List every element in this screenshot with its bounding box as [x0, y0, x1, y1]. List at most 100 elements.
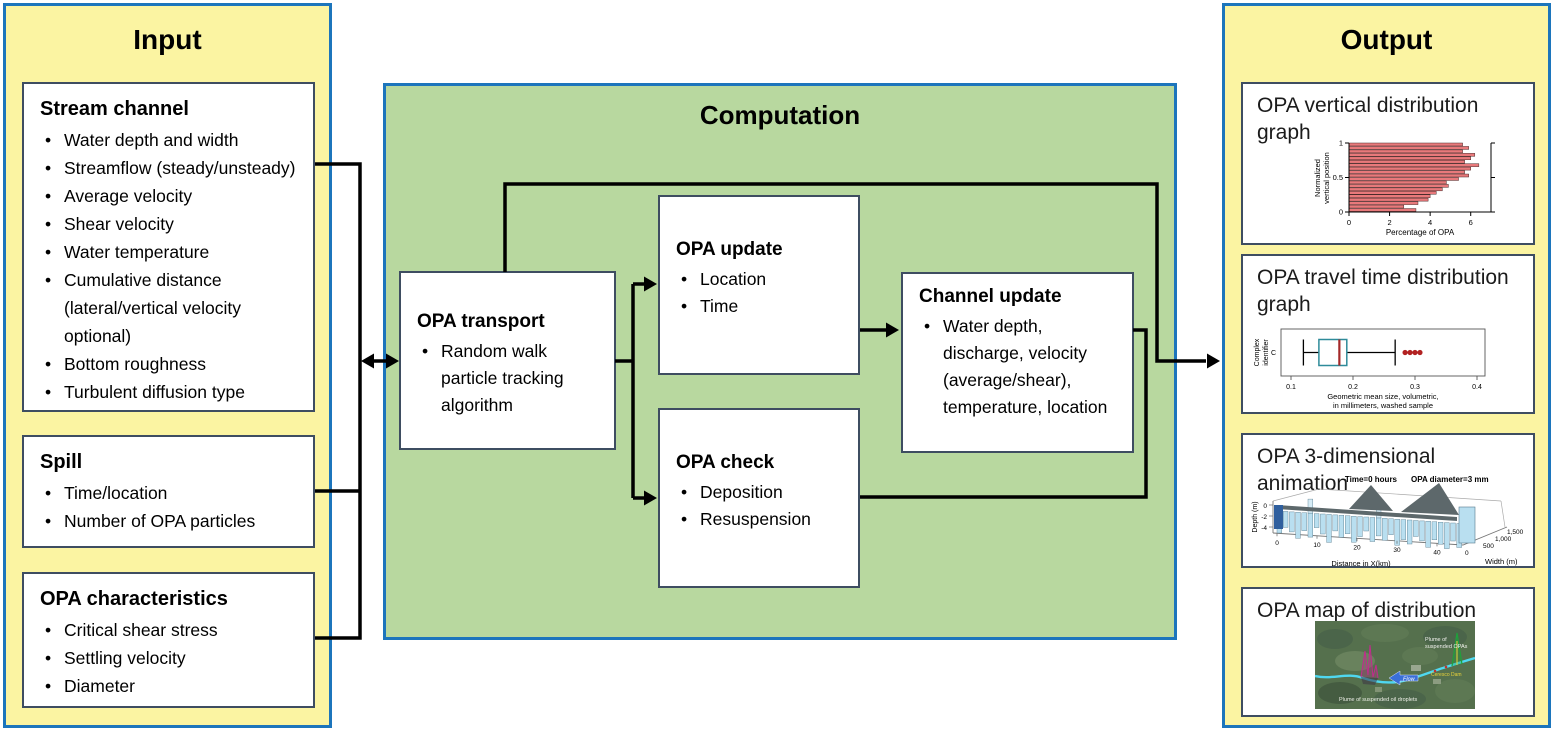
ribbon-strip: [1382, 518, 1388, 541]
ribbon-strip: [1344, 515, 1351, 534]
bullet-item: Resuspension: [676, 506, 850, 533]
stream-channel-bullet-list: Water depth and widthStreamflow (steady/…: [24, 126, 313, 406]
box-title-opa-transport: OPA transport: [417, 311, 545, 332]
computation-box-opa-update: OPA update LocationTime: [658, 195, 860, 375]
opa-update-bullet-list: LocationTime: [660, 266, 858, 320]
histogram-y-tick-label: 0: [1339, 208, 1343, 217]
ribbon-strip: [1388, 518, 1394, 535]
histogram-bar: [1348, 197, 1429, 202]
ribbon-strip: [1375, 517, 1382, 537]
3d-x-ticks: [1276, 533, 1438, 547]
bullet-item: Water temperature: [40, 238, 305, 266]
histogram-bar: [1348, 173, 1469, 178]
opa-characteristics-bullet-list: Critical shear stressSettling velocityDi…: [24, 616, 313, 700]
map-terrain-texture: [1317, 624, 1475, 709]
map-plume-droplets-label: Plume of suspended oil droplets: [1339, 697, 1418, 703]
3d-surface-wedge-2: [1401, 483, 1459, 515]
boxplot-box: [1318, 338, 1348, 367]
bullet-item: Shear velocity: [40, 210, 305, 238]
spill-bullet-list: Time/locationNumber of OPA particles: [24, 479, 313, 535]
map-flow-arrow: [1388, 670, 1419, 686]
histogram-bar: [1348, 146, 1469, 150]
bullet-item: Streamflow (steady/unsteady): [40, 154, 305, 182]
3d-depth-ticks: [1269, 504, 1273, 528]
histogram-bar: [1348, 187, 1443, 192]
ribbon-strip: [1332, 514, 1338, 532]
ribbon-strip: [1357, 516, 1363, 537]
3d-x-tick-30: 30: [1393, 547, 1401, 554]
box-title-channel-update: Channel update: [919, 286, 1062, 307]
bullet-item: Location: [676, 266, 850, 293]
ribbon-strip: [1444, 522, 1450, 549]
3d-wireframe-right: [1500, 500, 1506, 528]
bullet-item: Cumulative distance (lateral/vertical ve…: [40, 266, 305, 350]
map-point-1: [1433, 669, 1437, 673]
ribbon-strip: [1363, 516, 1369, 532]
boxplot-outlier: [1402, 349, 1408, 356]
output-title-travel-time: OPA travel time distribution graph: [1257, 266, 1509, 317]
input-box-spill: Spill Time/locationNumber of OPA particl…: [22, 435, 315, 548]
bullet-item: Time: [676, 293, 850, 320]
opa-distribution-map: Flow Plume of suspended OPAs Ceresco Dam…: [1315, 621, 1475, 709]
box-title-opa-check: OPA check: [676, 452, 775, 473]
ribbon-strip: [1289, 511, 1295, 533]
histogram-bar: [1348, 184, 1449, 188]
box-title-stream-channel: Stream channel: [40, 98, 189, 120]
3d-depth-tick-neg2: -2: [1261, 514, 1267, 521]
ribbon-strip: [1326, 514, 1332, 543]
box-title-spill: Spill: [40, 451, 83, 473]
boxplot-y-label-2: identifier: [1263, 339, 1270, 366]
3d-x-tick-40: 40: [1433, 550, 1441, 557]
arrowhead-left-icon: [361, 353, 374, 369]
histogram-x-tick-label: 2: [1387, 218, 1391, 227]
channel-update-bullet-list: Water depth, discharge, velocity (averag…: [903, 313, 1132, 421]
map-point-2: [1444, 665, 1448, 669]
3d-depth-axis-label: Depth (m): [1252, 501, 1259, 532]
histogram-y-label-1: Normalized: [1313, 159, 1322, 197]
bullet-item: Deposition: [676, 479, 850, 506]
bullet-item: Water depth, discharge, velocity (averag…: [919, 313, 1124, 421]
histogram-bar: [1348, 194, 1431, 198]
ribbon-strip: [1338, 515, 1345, 538]
bullet-item: Turbulent diffusion type: [40, 378, 305, 406]
3d-z-tick-1000: 1,000: [1495, 536, 1512, 543]
histogram-x-tick-label: 0: [1347, 218, 1351, 227]
ribbon-strip: [1320, 513, 1326, 535]
ribbon-strip: [1437, 522, 1444, 545]
3d-bottom-axes: [1272, 526, 1508, 546]
bullet-item: Random walk particle tracking algorithm: [417, 338, 606, 419]
computation-box-opa-check: OPA check DepositionResuspension: [658, 408, 860, 588]
arrowhead-output-icon: [1207, 353, 1220, 369]
map-dam-label: Ceresco Dam: [1431, 672, 1462, 678]
box-title-opa-update: OPA update: [676, 239, 783, 260]
boxplot-y-tick-label: C: [1271, 350, 1276, 357]
histogram-bar: [1348, 153, 1476, 157]
histogram-bar: [1348, 156, 1471, 160]
box-title-opa-characteristics: OPA characteristics: [40, 588, 228, 610]
histogram-bar: [1348, 177, 1459, 181]
ribbon-strip: [1400, 519, 1407, 540]
ribbon-spike: [1307, 498, 1314, 514]
boxplot-outlier: [1407, 349, 1413, 356]
3d-end-ribbon: [1458, 506, 1476, 544]
input-panel-title: Input: [133, 24, 202, 55]
boxplot-x-label-1: Geometric mean size, volumetric,: [1327, 392, 1438, 401]
3d-x-tick-10: 10: [1313, 542, 1321, 549]
computation-box-channel-update: Channel update Water depth, discharge, v…: [901, 272, 1134, 453]
opa-3d-animation-chart: 0 -2 -4 Depth (m) 0 10 20 30 40 Distance…: [1252, 475, 1524, 568]
histogram-y-label-2: vertical position: [1322, 152, 1331, 204]
opa-transport-bullet-list: Random walk particle tracking algorithm: [401, 338, 614, 419]
histogram-x-label: Percentage of OPA: [1386, 228, 1455, 237]
boxplot-x-tick-label: 0.1: [1286, 384, 1296, 391]
input-box-opa-characteristics: OPA characteristics Critical shear stres…: [22, 572, 315, 708]
output-box-3d-animation: OPA 3-dimensional animation 0 -2 -4 Dept…: [1241, 433, 1535, 568]
bullet-item: Average velocity: [40, 182, 305, 210]
3d-ribbon-band: [1276, 498, 1462, 549]
bullet-item: Bottom roughness: [40, 350, 305, 378]
boxplot-outlier: [1417, 349, 1423, 356]
ribbon-strip: [1425, 521, 1431, 548]
histogram-bar: [1348, 170, 1465, 174]
3d-subtitle-diameter: OPA diameter=3 mm: [1411, 475, 1489, 484]
